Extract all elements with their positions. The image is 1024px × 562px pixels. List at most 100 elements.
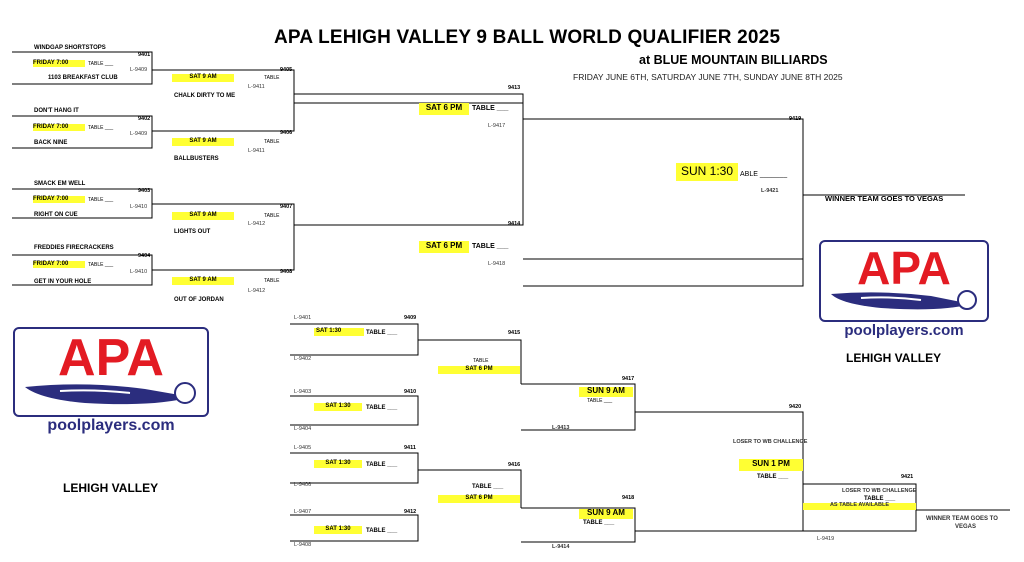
time-9419: SUN 1:30	[676, 163, 738, 181]
region-label-left: LEHIGH VALLEY	[63, 481, 159, 495]
team-get-hole: GET IN YOUR HOLE	[34, 279, 92, 285]
time-9415: SAT 6 PM	[438, 366, 520, 374]
table-9402: TABLE ___	[88, 125, 114, 131]
match-9411: 9411	[404, 445, 416, 451]
match-9415: 9415	[508, 330, 521, 336]
match-9408: 9408	[280, 269, 293, 275]
table-9407: TABLE	[264, 213, 280, 219]
match-9405: 9405	[280, 67, 293, 73]
match-9404: 9404	[138, 253, 151, 259]
loser-9421: L-9421	[761, 188, 779, 194]
apa-logo-brand-left: APA	[58, 329, 164, 387]
apa-logo-art: APA	[831, 242, 977, 310]
loser-9403: L-9403	[294, 389, 312, 395]
loser-9419: L-9419	[817, 536, 835, 542]
table-9411: TABLE ___	[366, 462, 398, 468]
loser-9409-b: L-9409	[130, 131, 148, 137]
table-9416: TABLE ___	[472, 484, 504, 490]
loser-9404: L-9404	[294, 426, 312, 432]
table-available: AS TABLE AVAILABLE	[803, 502, 916, 510]
winner-vegas-label-2a: WINNER TEAM GOES TO	[926, 516, 998, 522]
time-9413: SAT 6 PM	[419, 103, 469, 115]
match-9410: 9410	[404, 389, 417, 395]
table-9421: TABLE ___	[864, 496, 896, 502]
time-9408: SAT 9 AM	[172, 277, 234, 285]
match-9407: 9407	[280, 204, 293, 210]
team-back-nine: BACK NINE	[34, 140, 68, 146]
match-9401: 9401	[138, 52, 151, 58]
table-9420: TABLE ___	[757, 474, 789, 480]
loser-9408: L-9408	[294, 542, 312, 548]
time-9417: SUN 9 AM	[579, 387, 633, 397]
time-9406: SAT 9 AM	[172, 138, 234, 146]
table-9415: TABLE	[473, 358, 489, 364]
loser-9402: L-9402	[294, 356, 312, 362]
loser-9409: L-9409	[130, 67, 148, 73]
loser-9411: L-9411	[248, 84, 265, 90]
team-dont-hang: DON'T HANG IT	[34, 108, 79, 114]
apa-logo-site-left: poolplayers.com	[47, 417, 175, 434]
table-9409: TABLE ___	[366, 330, 398, 336]
apa-logo-right: APA poolplayers.com	[819, 240, 989, 342]
apa-logo-art-left: APA	[25, 329, 196, 405]
apa-logo-site: poolplayers.com	[844, 322, 964, 339]
page-title: APA LEHIGH VALLEY 9 BALL WORLD QUALIFIER…	[274, 27, 781, 48]
table-9405: TABLE	[264, 75, 280, 81]
match-9418: 9418	[622, 495, 635, 501]
loser-9405: L-9405	[294, 445, 312, 451]
table-9406: TABLE	[264, 139, 280, 145]
loser-9410: L-9410	[130, 204, 148, 210]
match-9417: 9417	[622, 376, 635, 382]
time-9411: SAT 1:30	[314, 460, 362, 468]
time-9414: SAT 6 PM	[419, 241, 469, 253]
match-9419: 9419	[789, 116, 802, 122]
table-9404: TABLE ___	[88, 262, 114, 268]
loser-9411-b: L-9411	[248, 148, 265, 154]
team-smack: SMACK EM WELL	[34, 181, 86, 187]
match-9412: 9412	[404, 509, 417, 515]
time-9420: SUN 1 PM	[739, 459, 803, 471]
table-9414: TABLE ___	[472, 243, 509, 250]
match-9402: 9402	[138, 116, 151, 122]
region-label-right: LEHIGH VALLEY	[846, 351, 942, 365]
match-9416: 9416	[508, 462, 521, 468]
table-9418: TABLE ___	[583, 520, 615, 526]
time-9418: SUN 9 AM	[579, 509, 633, 519]
loser-9401: L-9401	[294, 315, 312, 321]
loser-9417: L-9417	[488, 123, 506, 129]
table-9403: TABLE ___	[88, 197, 114, 203]
winner-vegas-label: WINNER TEAM GOES TO VEGAS	[825, 194, 944, 203]
loser-9406: L-9406	[294, 482, 312, 488]
table-9413: TABLE ___	[472, 105, 509, 112]
time-9407: SAT 9 AM	[172, 212, 234, 220]
match-9413: 9413	[508, 85, 521, 91]
match-9414: 9414	[508, 221, 521, 227]
team-ballbusters: BALLBUSTERS	[174, 156, 219, 162]
table-9419: ABLE _______	[740, 171, 788, 178]
apa-logo-left: APA poolplayers.com	[13, 327, 209, 435]
loser-9410-b: L-9410	[130, 269, 148, 275]
team-right-cue: RIGHT ON CUE	[34, 212, 78, 218]
team-lights: LIGHTS OUT	[174, 229, 211, 235]
loser-9414: L-9414	[552, 544, 570, 550]
winner-vegas-label-2b: VEGAS	[955, 524, 977, 530]
team-windgap: WINDGAP SHORTSTOPS	[34, 45, 106, 51]
table-9401: TABLE ___	[88, 61, 114, 67]
time-9402: FRIDAY 7:00	[33, 124, 85, 131]
loser-challenge-label-2: LOSER TO WB CHALLENGE	[842, 488, 917, 494]
loser-9418: L-9418	[488, 261, 506, 267]
time-9404: FRIDAY 7:00	[33, 261, 85, 268]
venue-subtitle: at BLUE MOUNTAIN BILLIARDS	[639, 53, 828, 67]
match-9421: 9421	[901, 474, 914, 480]
time-9403: FRIDAY 7:00	[33, 196, 85, 203]
tournament-dates: FRIDAY JUNE 6TH, SATURDAY JUNE 7TH, SUND…	[573, 72, 843, 82]
time-9416: SAT 6 PM	[438, 495, 520, 503]
loser-9412: L-9412	[248, 221, 266, 227]
table-9408: TABLE	[264, 278, 280, 284]
time-9412: SAT 1:30	[314, 526, 362, 534]
table-9410: TABLE ___	[366, 405, 398, 411]
team-freddies: FREDDIES FIRECRACKERS	[34, 245, 114, 251]
loser-9407: L-9407	[294, 509, 312, 515]
loser-9412-b: L-9412	[248, 288, 266, 294]
